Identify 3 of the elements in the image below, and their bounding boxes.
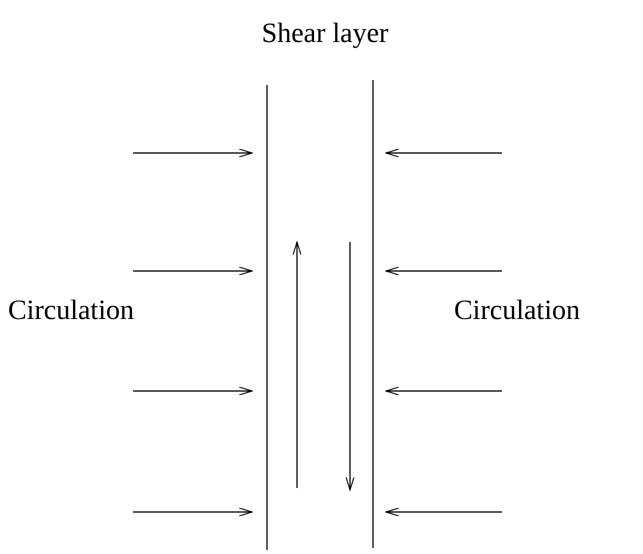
region-label: Circulation — [454, 295, 580, 326]
layer-label: Shear layer — [262, 18, 388, 49]
region-label: Circulation — [8, 295, 134, 326]
